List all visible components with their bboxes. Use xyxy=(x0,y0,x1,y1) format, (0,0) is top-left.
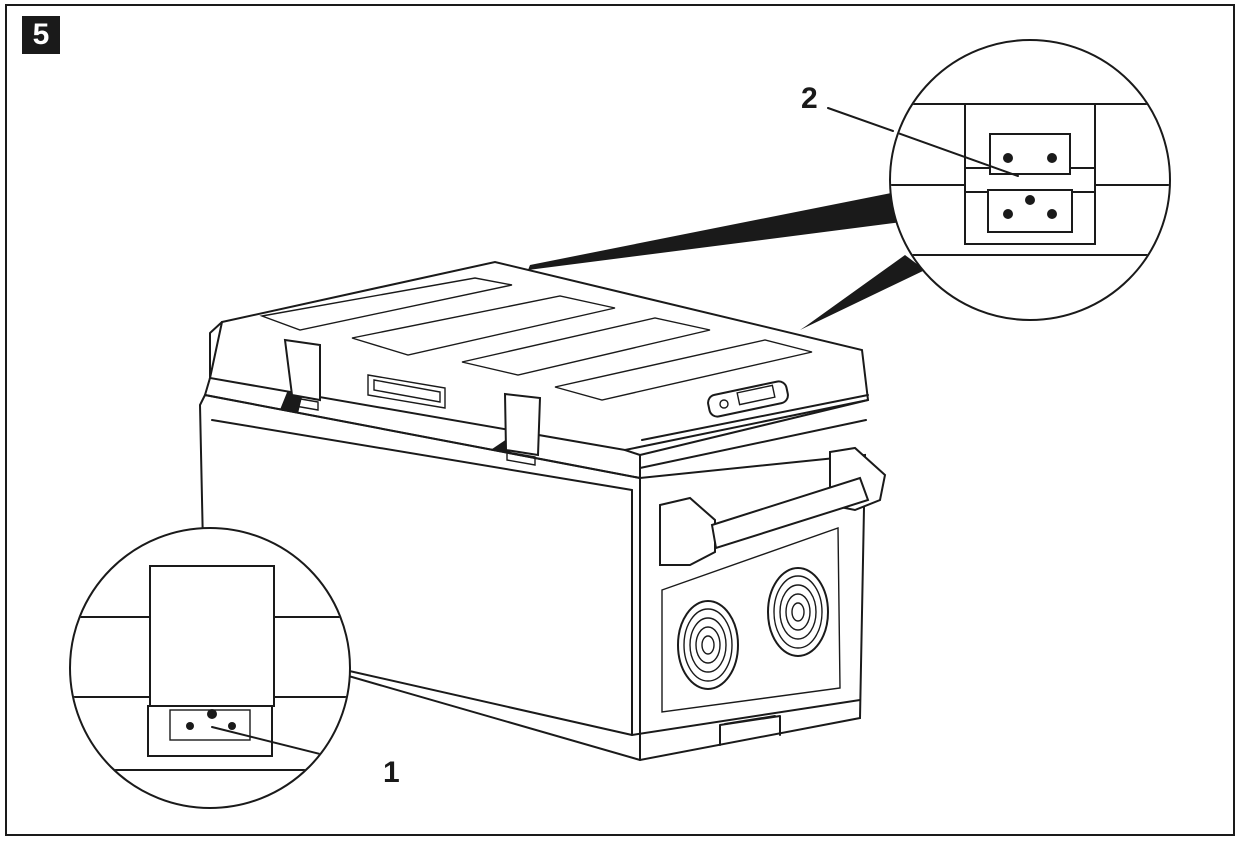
detail-circle-latch-closed xyxy=(69,527,351,809)
figure-number-badge: 5 xyxy=(22,16,60,54)
vent-panel xyxy=(661,527,841,713)
callout-label-1: 1 xyxy=(383,756,400,789)
cooler-body xyxy=(198,260,887,762)
figure-frame xyxy=(5,4,1235,836)
fan-grille-right xyxy=(767,567,829,657)
latch-left-small xyxy=(283,338,321,411)
fan-grille-left xyxy=(677,600,739,690)
side-handle xyxy=(659,446,887,566)
latch-right-small xyxy=(503,392,542,466)
leader-wedge-right-a xyxy=(528,192,902,270)
callout-label-2: 2 xyxy=(801,82,818,115)
leader-wedge-right-b xyxy=(800,255,925,330)
detail-circle-latch-hinge xyxy=(827,39,1171,321)
